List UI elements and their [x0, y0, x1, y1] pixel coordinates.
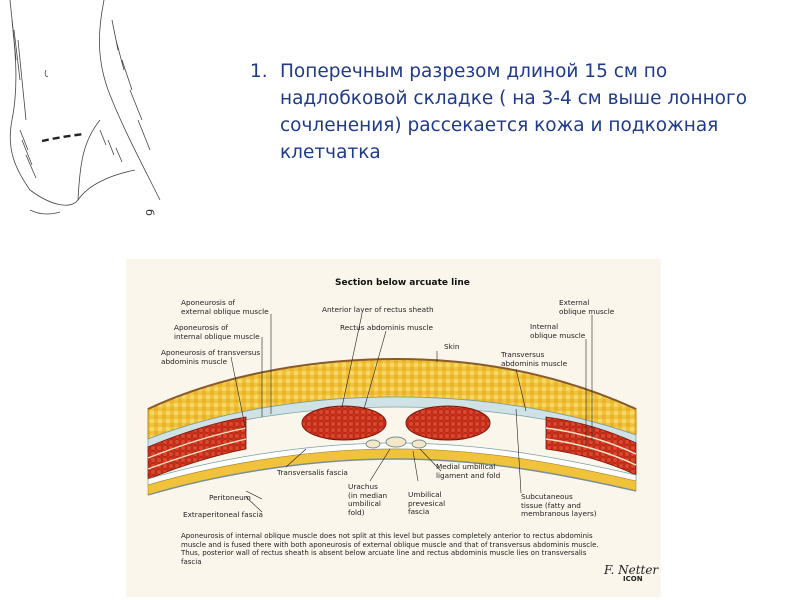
plate-title: Section below arcuate line [335, 278, 470, 288]
incision-line [41, 132, 85, 143]
label-transversalis: Transversalis fascia [277, 468, 348, 477]
label-subcutaneous: Subcutaneous tissue (fatty and membranou… [521, 492, 597, 518]
left-oblique-muscles [147, 416, 247, 480]
artist-signature: F. Netter [604, 563, 659, 577]
publisher-logo: ICON [623, 575, 643, 583]
slide-line-1: Поперечным разрезом длиной 15 см по [280, 61, 668, 82]
label-rectus: Rectus abdominis muscle [340, 323, 434, 332]
skin-line [147, 357, 637, 410]
label-external-oblique: External oblique muscle [559, 298, 615, 316]
anatomy-plate: Section below arcuate line Aponeurosis o… [126, 259, 661, 597]
list-number: 1. [250, 61, 268, 82]
peritoneum [147, 458, 637, 496]
label-aponeurosis-external: Aponeurosis of external oblique muscle [181, 298, 269, 316]
label-extraperitoneal: Extraperitoneal fascia [183, 510, 264, 519]
label-medial-umbilical: Medial umbilical ligament and fold [436, 462, 501, 480]
urachus [385, 436, 407, 448]
sketch-side-label: б [142, 209, 156, 216]
label-aponeurosis-transversus: Aponeurosis of transversus abdominis mus… [161, 348, 261, 366]
label-peritoneum: Peritoneum [209, 493, 251, 502]
slide-text-rest: надлобковой складке ( на 3-4 см выше лон… [280, 88, 748, 163]
plate-caption: Aponeurosis of internal oblique muscle d… [181, 532, 599, 566]
label-urachus: Urachus (in median umbilical fold) [348, 482, 388, 517]
label-internal-oblique: Internal oblique muscle [530, 322, 586, 340]
label-transversus: Transversus abdominis muscle [501, 350, 568, 368]
extraperitoneal-fat [147, 448, 637, 496]
rectus-right [405, 405, 491, 441]
abdomen-incision-sketch [9, 0, 161, 215]
label-umbilical-prevesical: Umbilical prevesical fascia [408, 490, 446, 516]
cross-section-drawing [147, 313, 637, 513]
label-anterior-layer: Anterior layer of rectus sheath [322, 305, 434, 314]
label-aponeurosis-internal: Aponeurosis of internal oblique muscle [174, 323, 260, 341]
slide-text-first-line: 1. Поперечным разрезом длиной 15 см по [250, 58, 780, 85]
label-skin: Skin [444, 342, 460, 351]
rectus-left [301, 405, 387, 441]
slide-text: 1. Поперечным разрезом длиной 15 см по на… [250, 58, 780, 166]
